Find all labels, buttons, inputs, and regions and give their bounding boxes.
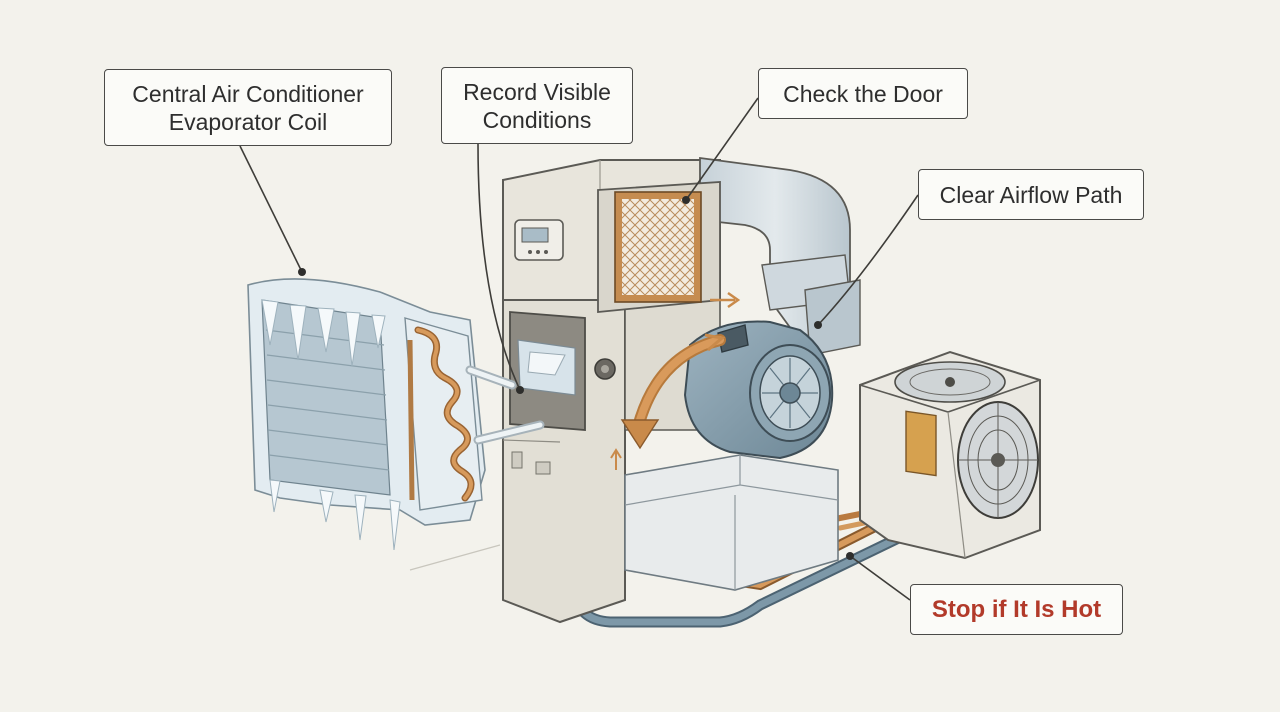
- callout-evaporator-coil: Central Air Conditioner Evaporator Coil: [104, 69, 392, 146]
- callout-record-conditions: Record Visible Conditions: [441, 67, 633, 144]
- heat-exchanger-box: [624, 454, 839, 591]
- access-opening: [509, 311, 586, 431]
- leader-lines: [239, 97, 919, 601]
- floor-line: [409, 544, 501, 571]
- condenser-fan-grille: [957, 401, 1039, 519]
- leader-dots: [298, 196, 854, 560]
- callout-hot-label: Stop if It Is Hot: [931, 595, 1102, 623]
- callout-door-label: Check the Door: [783, 80, 943, 107]
- callout-record-line2: Conditions: [482, 106, 592, 133]
- supply-duct: [699, 156, 861, 356]
- airflow-arrow: [620, 291, 741, 450]
- callout-clear-airflow: Clear Airflow Path: [918, 169, 1144, 220]
- callout-evaporator-line1: Central Air Conditioner: [132, 80, 364, 107]
- ice-covered-coil: [247, 278, 545, 551]
- thermostat-panel: [514, 219, 564, 261]
- callout-evaporator-line2: Evaporator Coil: [168, 108, 328, 135]
- callout-stop-if-hot: Stop if It Is Hot: [910, 584, 1123, 635]
- blower-fan: [683, 320, 834, 460]
- callout-record-line1: Record Visible: [463, 78, 611, 105]
- callout-airflow-label: Clear Airflow Path: [939, 181, 1123, 208]
- air-filter: [597, 181, 721, 313]
- condenser-unit: [859, 350, 1041, 560]
- bottom-border: [0, 712, 1280, 715]
- callout-check-door: Check the Door: [758, 68, 968, 119]
